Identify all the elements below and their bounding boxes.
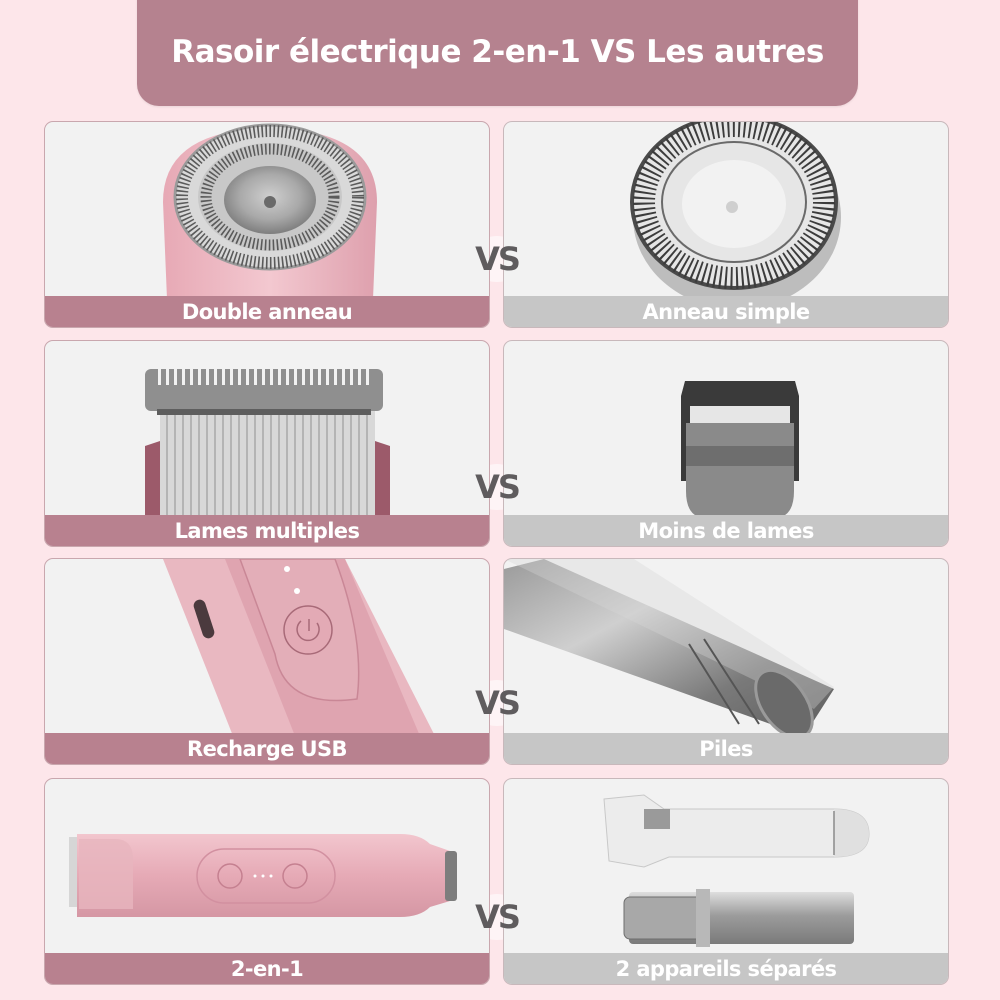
product-image-double-ring [45, 122, 489, 297]
usb-rechargeable-shaver-icon [163, 559, 434, 734]
feature-label: 2 appareils séparés [615, 956, 837, 981]
feature-label: Piles [699, 736, 753, 761]
label-bar: 2 appareils séparés [504, 953, 948, 984]
single-ring-shaver-icon [630, 122, 841, 297]
fewer-blade-trimmer-icon [681, 381, 799, 516]
vs-badge: VS [462, 892, 532, 942]
label-bar: 2-en-1 [45, 953, 489, 984]
page-title: Rasoir électrique 2-en-1 VS Les autres [171, 34, 824, 70]
comparison-card-batteries: Piles [503, 558, 949, 765]
product-image-single-ring [504, 122, 948, 297]
two-in-one-shaver-icon [69, 834, 457, 917]
multi-blade-trimmer-icon [145, 369, 390, 516]
comparison-card-usb-recharge: Recharge USB [44, 558, 490, 765]
feature-label: 2-en-1 [230, 956, 304, 981]
product-image-usb-recharge [45, 559, 489, 734]
product-image-fewer-blades [504, 341, 948, 516]
label-bar: Double anneau [45, 296, 489, 327]
feature-label: Lames multiples [174, 518, 360, 543]
label-bar: Lames multiples [45, 515, 489, 546]
battery-shaver-icon [504, 559, 834, 734]
vs-badge: VS [462, 462, 532, 512]
comparison-card-single-ring: Anneau simple [503, 121, 949, 328]
header-banner: Rasoir électrique 2-en-1 VS Les autres [137, 0, 858, 106]
label-bar: Piles [504, 733, 948, 764]
product-image-batteries [504, 559, 948, 734]
label-bar: Moins de lames [504, 515, 948, 546]
feature-label: Moins de lames [638, 518, 814, 543]
vs-badge: VS [462, 234, 532, 284]
feature-label: Anneau simple [642, 299, 810, 324]
feature-label: Double anneau [181, 299, 353, 324]
product-image-multi-blade [45, 341, 489, 516]
product-image-two-devices [504, 779, 948, 954]
comparison-card-two-devices: 2 appareils séparés [503, 778, 949, 985]
two-separate-devices-icon [603, 794, 870, 947]
double-ring-shaver-icon [163, 123, 377, 297]
comparison-card-multi-blade: Lames multiples [44, 340, 490, 547]
product-image-2-in-1 [45, 779, 489, 954]
comparison-card-fewer-blades: Moins de lames [503, 340, 949, 547]
comparison-card-2-in-1: 2-en-1 [44, 778, 490, 985]
feature-label: Recharge USB [187, 736, 348, 761]
label-bar: Anneau simple [504, 296, 948, 327]
label-bar: Recharge USB [45, 733, 489, 764]
comparison-card-double-ring: Double anneau [44, 121, 490, 328]
vs-badge: VS [462, 678, 532, 728]
